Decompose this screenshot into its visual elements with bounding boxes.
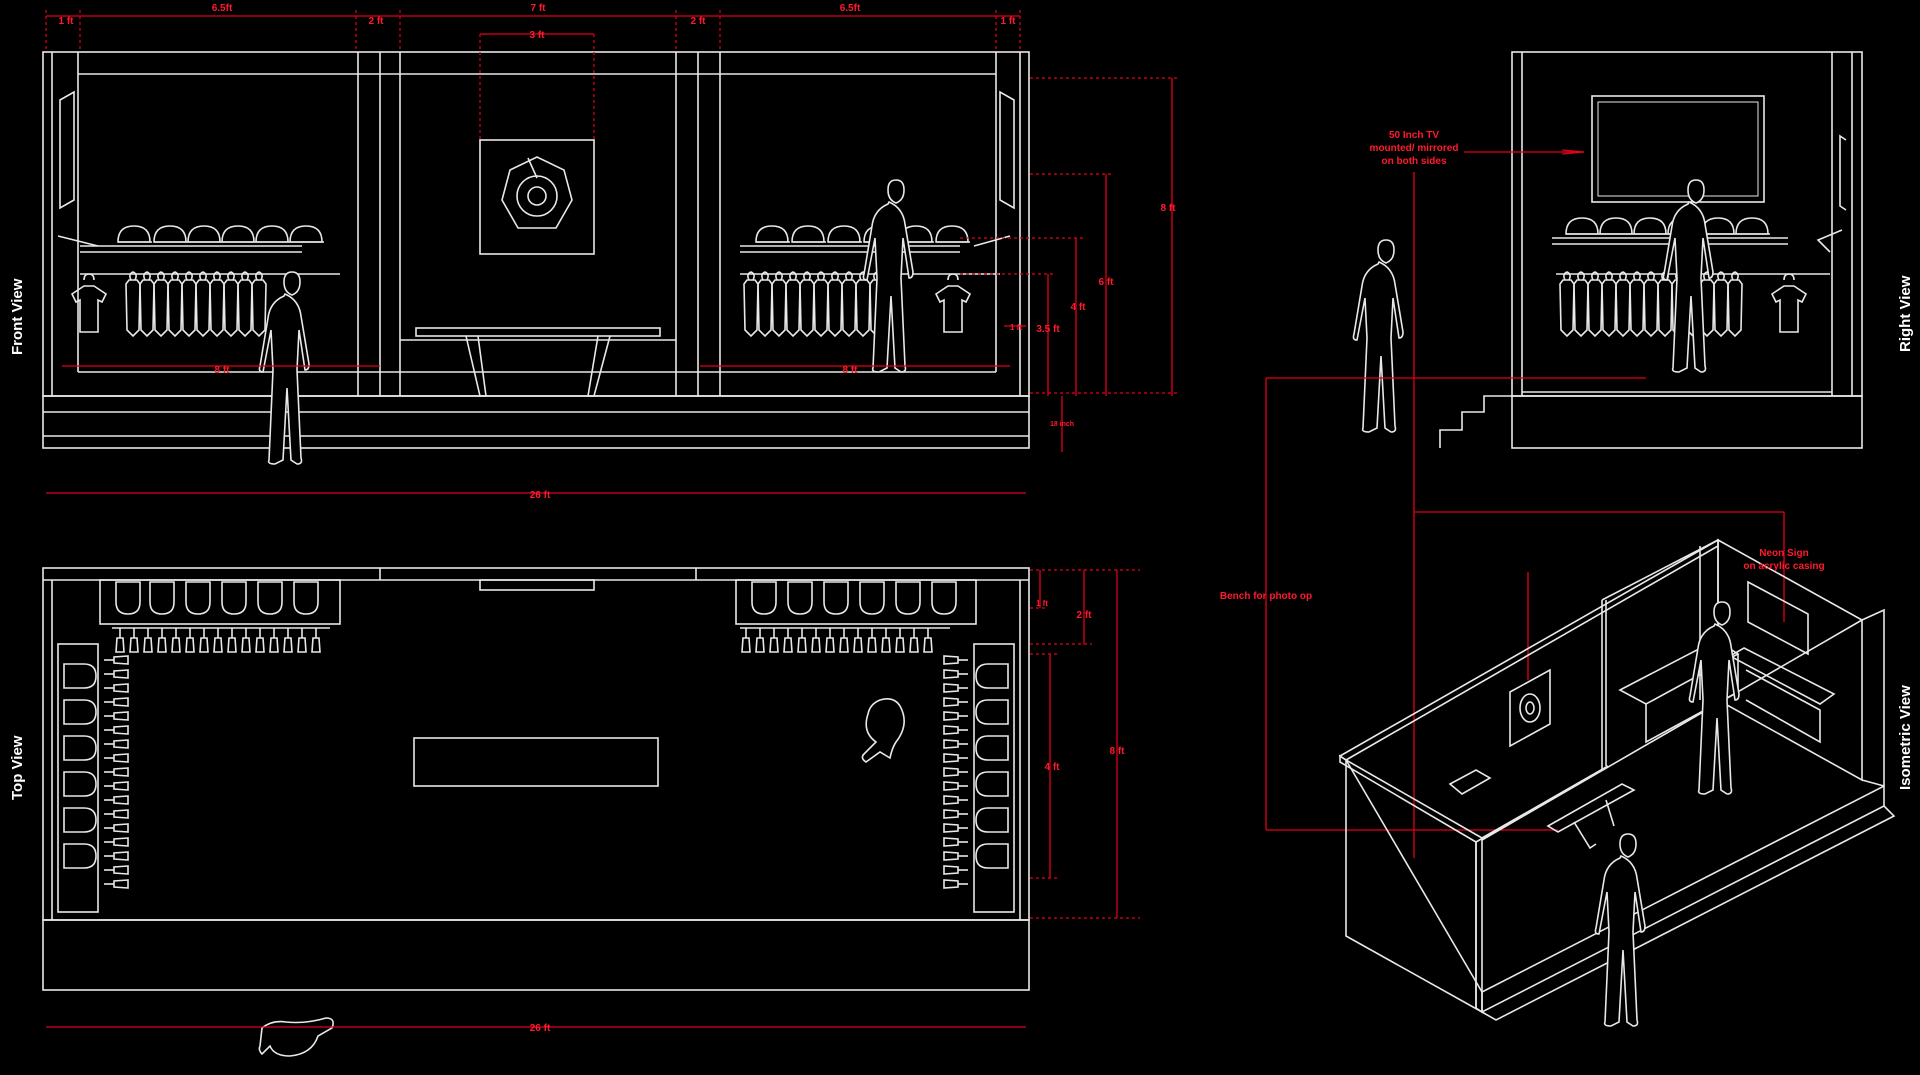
dim-label: 4 ft — [1071, 302, 1087, 313]
dim-label: 8 ft — [215, 365, 231, 376]
dim-label: 8 ft — [1110, 746, 1126, 757]
view-label-front: Front View — [9, 278, 26, 355]
tv-screen — [1591, 95, 1765, 203]
bench-note: Bench for photo op — [1220, 591, 1312, 602]
side-rack-right — [943, 655, 1009, 889]
view-label-right: Right View — [1897, 275, 1914, 352]
dim-label: 1 ft — [1010, 323, 1022, 332]
top-view: 1 ft 2 ft 4 ft 8 ft 26 ft — [42, 567, 1140, 1057]
dim-label: 2 ft — [691, 16, 707, 27]
dim-label: 3.5 ft — [1036, 324, 1060, 335]
neon-note-line2: on acrylic casing — [1743, 561, 1824, 572]
dim-label: 18 inch — [1050, 421, 1074, 428]
iso-tv — [1747, 580, 1809, 656]
dim-label: 26 ft — [530, 1023, 551, 1034]
dim-label: 2 ft — [369, 16, 385, 27]
person-silhouette — [1662, 179, 1714, 373]
right-view: 50 Inch TV mounted/ mirrored on both sid… — [1265, 51, 1863, 858]
dim-label: 8 ft — [1161, 203, 1177, 214]
top-rack-left — [112, 581, 330, 653]
front-view: 1 ft 6.5ft 2 ft 7 ft 2 ft 6.5ft 1 ft 3 f… — [42, 3, 1180, 501]
dim-label: 1 ft — [1001, 16, 1017, 27]
iso-neon-sign — [1509, 668, 1551, 748]
side-rack-left — [63, 655, 129, 889]
view-label-top: Top View — [9, 735, 26, 800]
tv-note-line3: on both sides — [1382, 156, 1447, 167]
top-rack-right — [740, 581, 957, 653]
dim-label: 2 ft — [1077, 610, 1093, 621]
dim-label: 7 ft — [531, 3, 547, 14]
dim-label: 1 ft — [1036, 599, 1048, 608]
dim-label: 6.5ft — [840, 3, 861, 14]
dim-label: 8 ft — [843, 365, 859, 376]
dim-label: 3 ft — [530, 30, 546, 41]
neon-logo-sign — [479, 139, 595, 255]
front-dimensions — [45, 10, 1180, 494]
dim-label: 4 ft — [1045, 762, 1061, 773]
bench — [415, 327, 661, 397]
dim-label: 6 ft — [1099, 277, 1115, 288]
isometric-view: Neon Sign on acrylic casing Bench for ph… — [1220, 538, 1896, 1027]
dim-label: 1 ft — [59, 16, 75, 27]
neon-note-line1: Neon Sign — [1759, 548, 1808, 559]
dim-label: 26 ft — [530, 490, 551, 501]
person-top-view — [258, 698, 905, 1057]
dim-label: 6.5ft — [212, 3, 233, 14]
iso-bench — [1546, 783, 1636, 833]
tv-note-line1: 50 Inch TV — [1389, 130, 1439, 141]
view-label-isometric: Isometric View — [1897, 685, 1914, 790]
bench-top-view — [413, 737, 659, 787]
tv-note-line2: mounted/ mirrored — [1370, 143, 1459, 154]
